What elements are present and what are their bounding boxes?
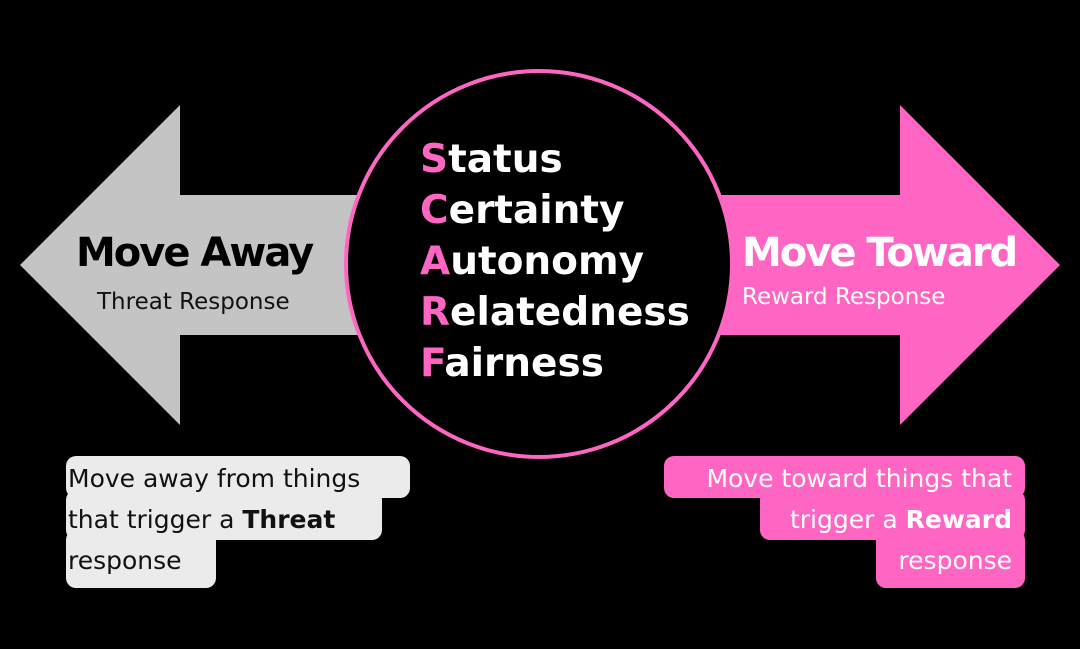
scarf-initial: F (420, 341, 445, 386)
scarf-item-fairness: Fairness (420, 338, 690, 389)
scarf-circle (344, 69, 734, 459)
threat-keyword: Threat (242, 505, 336, 534)
scarf-word: elatedness (450, 290, 690, 335)
scarf-initial: C (420, 188, 449, 233)
reward-keyword: Reward (905, 505, 1012, 534)
scarf-word: airness (444, 341, 604, 386)
scarf-list: Status Certainty Autonomy Relatedness Fa… (420, 134, 690, 389)
scarf-item-autonomy: Autonomy (420, 236, 690, 287)
reward-note: Move toward things that trigger a Reward… (706, 458, 1012, 581)
reward-note-box (664, 456, 1025, 498)
scarf-word: ertainty (448, 188, 625, 233)
scarf-initial: A (420, 239, 451, 284)
scarf-word: utonomy (450, 239, 645, 284)
threat-note-box (66, 456, 410, 498)
move-away-title: Move Away (76, 230, 314, 276)
scarf-item-relatedness: Relatedness (420, 287, 690, 338)
threat-note-box (66, 530, 216, 588)
scarf-item-status: Status (420, 134, 690, 185)
threat-response-subtitle: Threat Response (97, 289, 290, 315)
move-away-arrow (20, 105, 400, 425)
move-toward-title: Move Toward (742, 230, 1018, 276)
reward-note-line: response (898, 546, 1012, 575)
reward-note-text: trigger a (789, 505, 906, 534)
scarf-word: tatus (448, 137, 563, 182)
scarf-initial: S (420, 137, 449, 182)
threat-note-line: that trigger a Threat (68, 499, 360, 540)
reward-response-subtitle: Reward Response (742, 284, 946, 310)
threat-note-line: Move away from things (68, 464, 361, 493)
scarf-initial: R (420, 290, 451, 335)
scarf-item-certainty: Certainty (420, 185, 690, 236)
reward-note-box (876, 530, 1025, 588)
reward-note-line: Move toward things that (706, 464, 1012, 493)
threat-note: Move away from things that trigger a Thr… (68, 458, 360, 581)
threat-note-line: response (68, 546, 182, 575)
threat-note-text: that trigger a (68, 505, 243, 534)
reward-note-line: trigger a Reward (706, 499, 1012, 540)
move-toward-arrow (680, 105, 1060, 425)
threat-note-box (66, 490, 382, 540)
reward-note-box (760, 490, 1025, 540)
